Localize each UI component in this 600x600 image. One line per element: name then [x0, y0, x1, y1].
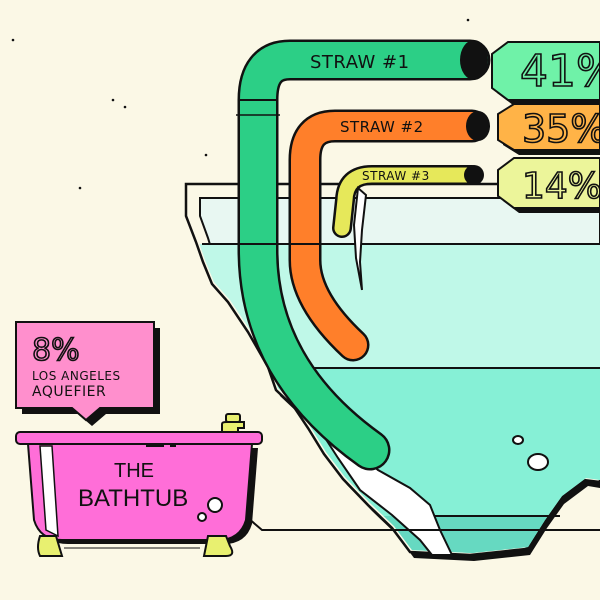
straw-2-percent: 35%	[522, 107, 600, 151]
bubble	[512, 435, 524, 445]
bubble	[527, 453, 549, 471]
tag-straw-2-bg	[497, 103, 600, 151]
straw-1	[236, 39, 491, 471]
aquifer-tag: 8% LOS ANGELES AQUEFIER	[15, 321, 160, 426]
tub-bubble	[207, 497, 223, 513]
tag-straw-1-bg	[491, 41, 600, 101]
straw-3-percent: 14%	[522, 166, 600, 207]
straw-3-body	[334, 167, 480, 236]
straw-3	[332, 165, 484, 291]
aquifer-line1: LOS ANGELES	[32, 369, 121, 383]
tub-foot-left	[37, 535, 64, 557]
straw-2	[288, 109, 490, 362]
tag-straw-3: 14%	[497, 157, 600, 213]
tag-straw-2: 35%	[497, 103, 600, 155]
straw-1-label: STRAW #1	[310, 52, 410, 73]
straw-1-body	[240, 42, 488, 468]
tub-foot-right	[202, 535, 234, 557]
tag-straw-3-bg	[497, 157, 600, 209]
tub-bubble	[197, 512, 207, 522]
tag-straw-1: 41%	[491, 41, 600, 105]
straw-1-percent: 41%	[520, 46, 600, 97]
bathtub-line1: THE	[114, 460, 154, 482]
pointer-line	[247, 517, 600, 531]
aquifer-percent: 8%	[32, 333, 80, 368]
aquifer-line2: AQUEFIER	[32, 384, 106, 400]
straw-2-label: STRAW #2	[340, 118, 424, 136]
bathtub: THE BATHTUB	[15, 413, 263, 557]
bathtub-line2: BATHTUB	[78, 485, 188, 512]
straw-2-body	[291, 112, 486, 359]
aquifer-tag-bg	[15, 321, 155, 422]
straw-3-label: STRAW #3	[362, 169, 430, 183]
